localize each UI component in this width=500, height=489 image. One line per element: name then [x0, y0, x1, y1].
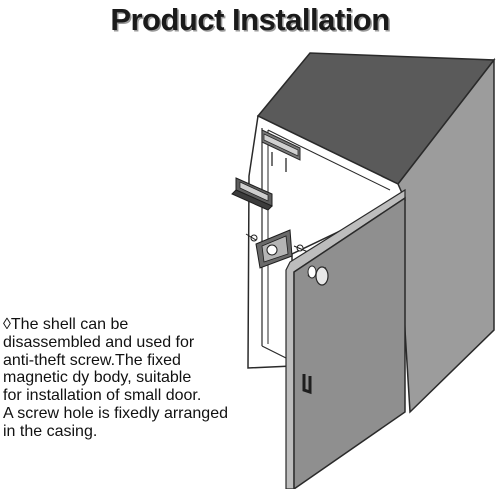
mounting-bracket: [261, 129, 301, 172]
description-line: disassembled and used for: [3, 333, 195, 351]
description-line: for installation of small door.: [3, 387, 202, 405]
door-screw: [307, 265, 329, 286]
description-line: ◊The shell can be: [3, 316, 129, 333]
description-line: magnetic dy body, suitable: [3, 369, 192, 387]
magnetic-lock-body: [231, 177, 273, 211]
description-line: A screw hole is fixedly arranged: [3, 404, 228, 422]
description-line: anti-theft screw.The fixed: [3, 351, 181, 369]
product-description: ◊The shell can be disassembled and used …: [3, 316, 273, 441]
door-handle: [302, 374, 312, 395]
description-line: in the casing.: [3, 422, 98, 440]
armature-plate: [245, 229, 309, 269]
page-title: Product Installation: [110, 2, 390, 37]
